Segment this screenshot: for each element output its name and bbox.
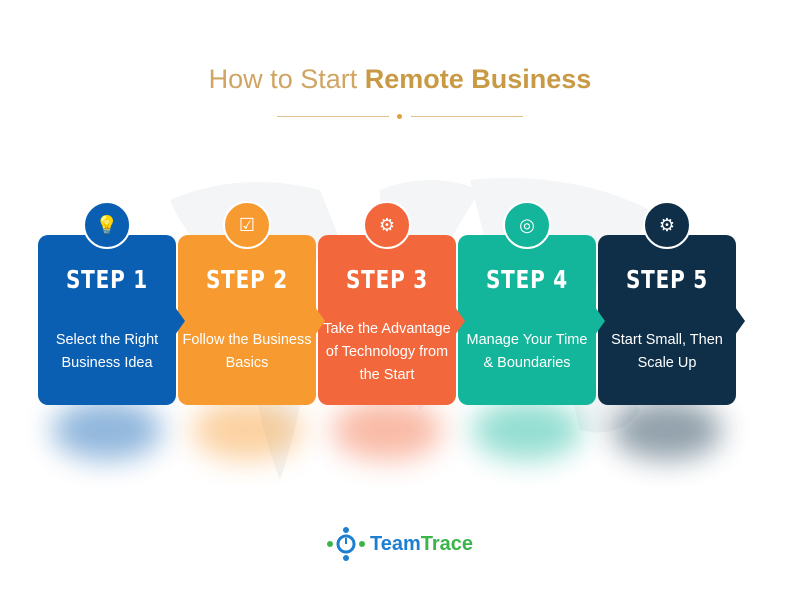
ai-head-icon: ⚙ [363, 201, 411, 249]
divider-dot [397, 114, 402, 119]
logo-text-team: Team [370, 532, 421, 555]
arrow-connector [735, 307, 745, 335]
step-label: STEP 2 [205, 265, 289, 294]
step-description: Select the Right Business Idea [55, 332, 159, 371]
step-description: Take the Advantage of Technology from th… [323, 320, 451, 383]
step-card-3: ⚙ STEP 3 Take the Advantage of Technolog… [318, 201, 465, 405]
step-label: STEP 1 [65, 265, 149, 294]
step-label: STEP 3 [345, 265, 429, 294]
step-card-1: 💡 STEP 1 Select the Right Business Idea [38, 201, 185, 405]
arrow-connector [595, 307, 605, 335]
step-label: STEP 5 [625, 265, 709, 294]
step-card-5: ⚙ STEP 5 Start Small, Then Scale Up [598, 201, 745, 405]
step-description: Manage Your Time & Boundaries [466, 332, 588, 371]
page-title: How to Start Remote Business [208, 64, 592, 94]
arrow-connector [455, 307, 465, 335]
step-glow [52, 400, 162, 460]
step-glow [332, 400, 442, 460]
teamtrace-logo-icon [327, 527, 365, 561]
checklist-icon: ☑ [223, 201, 271, 249]
step-description: Start Small, Then Scale Up [611, 332, 723, 371]
divider-left [277, 116, 389, 117]
arrow-connector [175, 307, 185, 335]
growth-gear-icon: ⚙ [643, 201, 691, 249]
time-target-icon: ◎ [503, 201, 551, 249]
step-description: Follow the Business Basics [182, 332, 312, 371]
logo-text-trace: Trace [420, 532, 474, 555]
divider-right [411, 116, 523, 117]
step-glow [472, 400, 582, 460]
step-card-4: ◎ STEP 4 Manage Your Time & Boundaries [458, 201, 605, 405]
lightbulb-icon: 💡 [83, 201, 131, 249]
step-glow [192, 400, 302, 460]
step-card-2: ☑ STEP 2 Follow the Business Basics [178, 201, 325, 405]
arrow-connector [315, 307, 325, 335]
step-glow [612, 400, 722, 460]
step-label: STEP 4 [485, 265, 569, 294]
